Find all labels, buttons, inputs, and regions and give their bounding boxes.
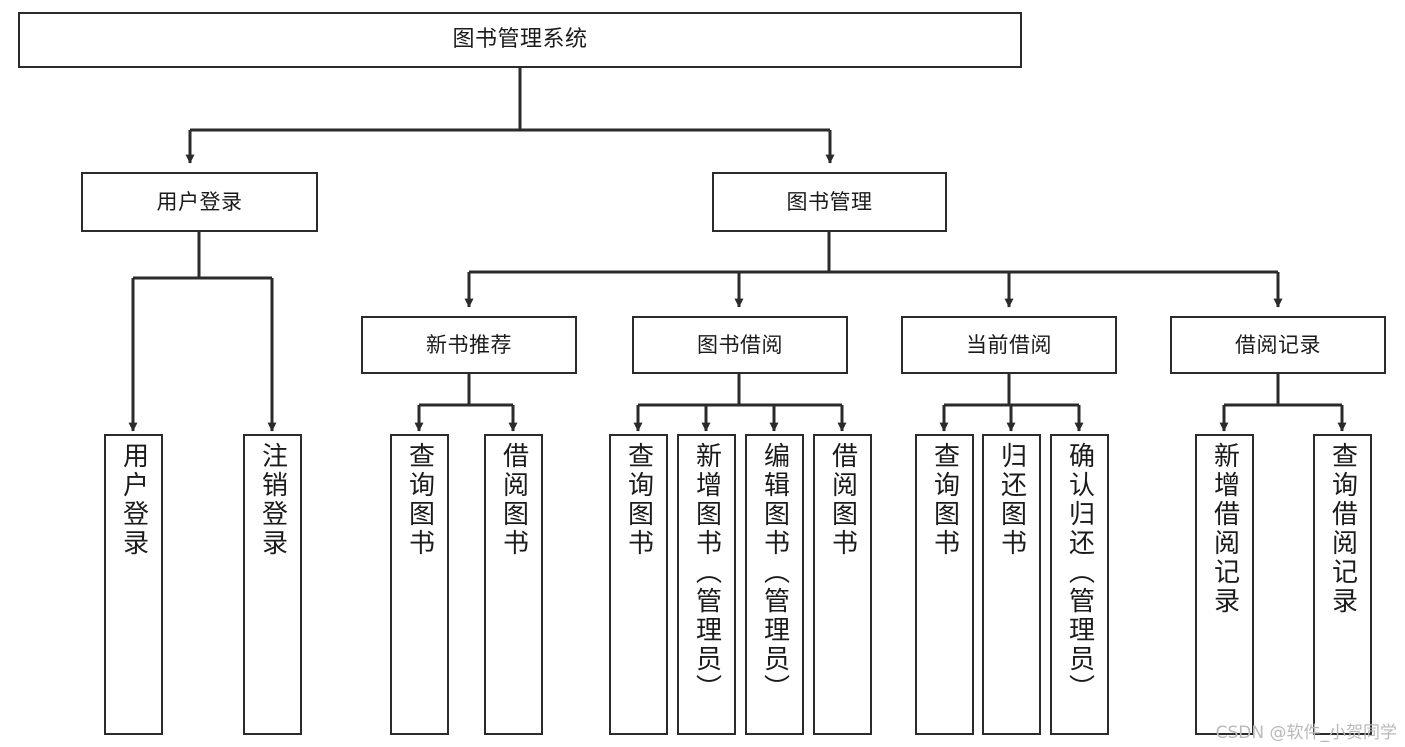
leaf-edit-book-admin[interactable]: 编辑图书（管理员）	[745, 434, 804, 735]
node-label: 当前借阅	[966, 332, 1052, 357]
node-label: 查询图书	[404, 442, 435, 558]
node-label: 新书推荐	[426, 332, 512, 357]
node-label: 查询图书	[929, 442, 960, 558]
node-label: 新增借阅记录	[1209, 442, 1240, 616]
node-label: 确认归还（管理员）	[1064, 442, 1095, 703]
leaf-borrow-book[interactable]: 借阅图书	[813, 434, 872, 735]
leaf-user-login[interactable]: 用户登录	[104, 434, 163, 735]
node-root-library-system[interactable]: 图书管理系统	[18, 12, 1022, 68]
node-label: 借阅图书	[827, 442, 858, 558]
node-label: 借阅图书	[498, 442, 529, 558]
leaf-add-borrow-record[interactable]: 新增借阅记录	[1195, 434, 1254, 735]
node-label: 查询图书	[623, 442, 654, 558]
node-label: 借阅记录	[1235, 332, 1321, 357]
node-label: 编辑图书（管理员）	[759, 442, 790, 703]
node-borrow-record[interactable]: 借阅记录	[1170, 316, 1386, 374]
leaf-logout[interactable]: 注销登录	[243, 434, 302, 735]
node-current-borrow[interactable]: 当前借阅	[901, 316, 1117, 374]
leaf-add-book-admin[interactable]: 新增图书（管理员）	[677, 434, 736, 735]
leaf-borrow-book-recommendation[interactable]: 借阅图书	[484, 434, 543, 735]
node-label: 归还图书	[996, 442, 1027, 558]
node-label: 图书借阅	[697, 332, 783, 357]
node-label: 图书管理系统	[452, 27, 588, 53]
leaf-query-book-current[interactable]: 查询图书	[915, 434, 974, 735]
node-book-borrow[interactable]: 图书借阅	[632, 316, 848, 374]
node-label: 用户登录	[156, 189, 243, 214]
node-label: 查询借阅记录	[1327, 442, 1358, 616]
leaf-confirm-return-admin[interactable]: 确认归还（管理员）	[1050, 434, 1109, 735]
leaf-return-book[interactable]: 归还图书	[982, 434, 1041, 735]
node-book-management[interactable]: 图书管理	[712, 172, 947, 232]
node-user-login[interactable]: 用户登录	[81, 172, 318, 232]
leaf-query-book-recommendation[interactable]: 查询图书	[390, 434, 449, 735]
node-label: 用户登录	[118, 442, 149, 558]
node-label: 图书管理	[786, 189, 873, 214]
node-label: 注销登录	[257, 442, 288, 558]
leaf-query-book-borrow[interactable]: 查询图书	[609, 434, 668, 735]
node-new-book-recommendation[interactable]: 新书推荐	[361, 316, 577, 374]
leaf-query-borrow-record[interactable]: 查询借阅记录	[1313, 434, 1372, 735]
node-label: 新增图书（管理员）	[691, 442, 722, 703]
csdn-watermark: CSDN @软件_小贺同学	[1215, 723, 1397, 743]
